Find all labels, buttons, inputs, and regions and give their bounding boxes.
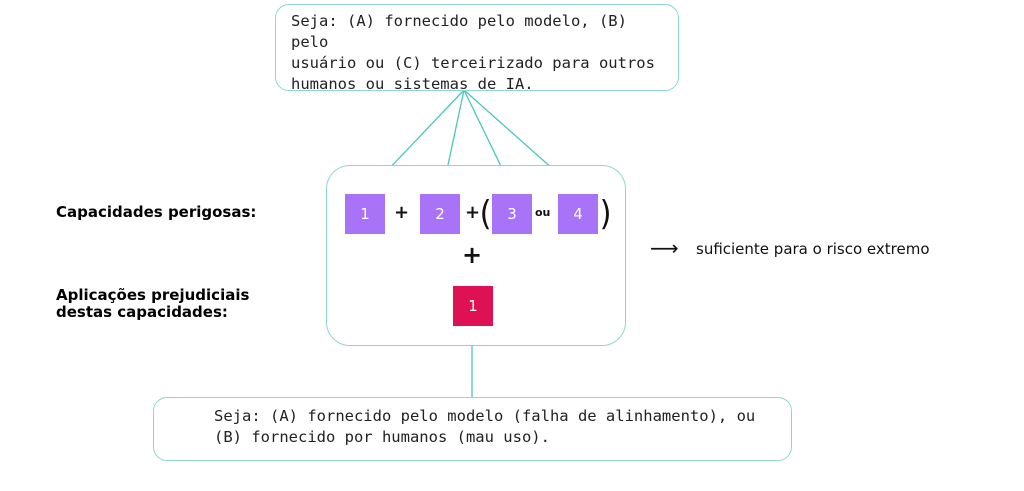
long-right-arrow-icon: ⟶	[650, 236, 679, 260]
capability-tile-1: 1	[345, 194, 385, 234]
capability-tile-4: 4	[558, 194, 598, 234]
capability-tile-3: 3	[492, 194, 532, 234]
plus-operator-2: +	[465, 202, 481, 223]
close-parenthesis: )	[599, 194, 612, 234]
capability-tile-2: 2	[420, 194, 460, 234]
open-parenthesis: (	[479, 194, 492, 234]
result-text: suficiente para o risco extremo	[696, 240, 930, 258]
capability-source-callout: Seja: (A) fornecido pelo modelo, (B) pel…	[275, 4, 679, 93]
application-tile-1: 1	[453, 286, 493, 326]
harmful-applications-label: Aplicações prejudiciais destas capacidad…	[56, 286, 250, 321]
combine-plus-operator: +	[462, 241, 483, 269]
dangerous-capabilities-label: Capacidades perigosas:	[56, 203, 257, 221]
or-word: ou	[535, 206, 551, 219]
application-source-callout: Seja: (A) fornecido pelo modelo (falha d…	[153, 397, 792, 461]
plus-operator-1: +	[394, 202, 410, 223]
